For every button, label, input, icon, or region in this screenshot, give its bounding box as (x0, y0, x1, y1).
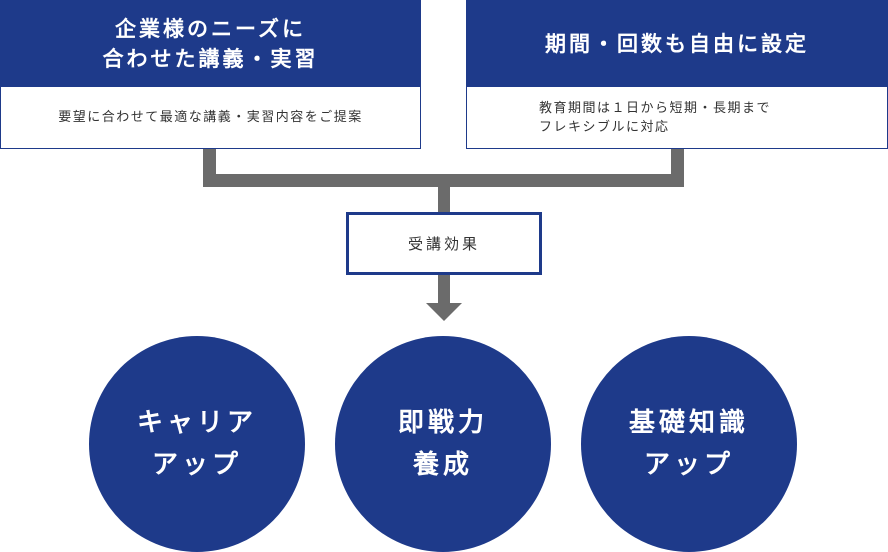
connector-horizontal (203, 174, 684, 187)
connector-center-stem (438, 187, 450, 213)
feature-card-description: 教育期間は１日から短期・長期まで フレキシブルに対応 (539, 100, 772, 135)
feature-card-flexible-schedule: 期間・回数も自由に設定 教育期間は１日から短期・長期まで フレキシブルに対応 (466, 0, 888, 149)
arrow-shaft (438, 275, 450, 304)
outcome-career-up: キャリア アップ (89, 336, 305, 552)
feature-card-title: 企業様のニーズに 合わせた講義・実習 (1, 1, 420, 87)
feature-card-title: 期間・回数も自由に設定 (467, 1, 887, 87)
feature-card-customized: 企業様のニーズに 合わせた講義・実習 要望に合わせて最適な講義・実習内容をご提案 (0, 0, 421, 149)
feature-card-description: 要望に合わせて最適な講義・実習内容をご提案 (58, 110, 363, 125)
outcome-immediate-capability: 即戦力 養成 (335, 336, 551, 552)
outcome-basic-knowledge-up: 基礎知識 アップ (581, 336, 797, 552)
effect-label-box: 受講効果 (346, 212, 542, 275)
arrow-down-icon (426, 303, 462, 321)
